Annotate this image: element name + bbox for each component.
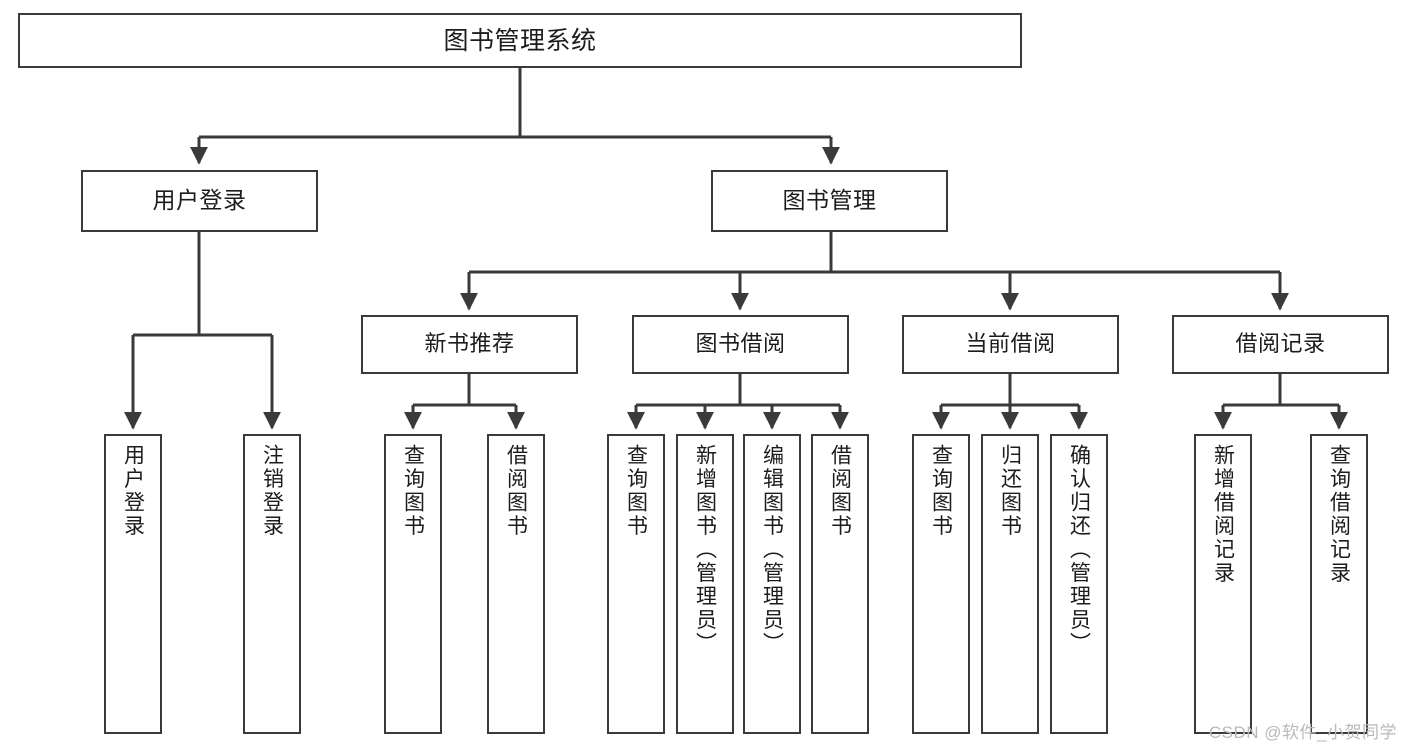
node-label: 当前借阅 (965, 331, 1056, 357)
node-label: 查询图书 (929, 444, 953, 538)
node-label: 新增借阅记录 (1211, 444, 1235, 585)
node-branch-user-login[interactable]: 用户登录 (81, 170, 318, 232)
node-label: 新增图书（管理员） (693, 444, 717, 656)
node-branch-book-management[interactable]: 图书管理 (711, 170, 948, 232)
node-leaf-borrow-books-new-book[interactable]: 借阅图书 (487, 434, 545, 734)
node-label: 注销登录 (260, 444, 284, 538)
node-leaf-query-books-borrowing[interactable]: 查询图书 (607, 434, 665, 734)
node-leaf-query-borrowing-record[interactable]: 查询借阅记录 (1310, 434, 1368, 734)
node-label: 图书管理系统 (443, 26, 597, 55)
node-label: 确认归还（管理员） (1067, 444, 1091, 656)
node-label: 图书管理 (782, 187, 877, 214)
node-label: 新书推荐 (424, 331, 515, 357)
node-root-book-management-system[interactable]: 图书管理系统 (18, 13, 1022, 68)
node-category-new-book-recommendation[interactable]: 新书推荐 (361, 315, 578, 374)
node-label: 借阅图书 (504, 444, 528, 538)
node-leaf-add-borrowing-record[interactable]: 新增借阅记录 (1194, 434, 1252, 734)
node-category-book-borrowing[interactable]: 图书借阅 (632, 315, 849, 374)
node-leaf-borrow-books-borrowing[interactable]: 借阅图书 (811, 434, 869, 734)
node-leaf-confirm-return-admin[interactable]: 确认归还（管理员） (1050, 434, 1108, 734)
node-label: 用户登录 (121, 444, 145, 538)
watermark-text: CSDN @软件_小贺同学 (1208, 723, 1397, 742)
node-leaf-return-books[interactable]: 归还图书 (981, 434, 1039, 734)
node-label: 借阅记录 (1235, 331, 1326, 357)
node-leaf-query-books-current[interactable]: 查询图书 (912, 434, 970, 734)
node-label: 编辑图书（管理员） (760, 444, 784, 656)
node-leaf-add-book-admin[interactable]: 新增图书（管理员） (676, 434, 734, 734)
node-label: 查询图书 (624, 444, 648, 538)
node-category-current-borrowing[interactable]: 当前借阅 (902, 315, 1119, 374)
node-label: 图书借阅 (695, 331, 786, 357)
node-label: 查询借阅记录 (1327, 444, 1351, 585)
node-label: 借阅图书 (828, 444, 852, 538)
node-category-borrowing-records[interactable]: 借阅记录 (1172, 315, 1389, 374)
node-leaf-user-login[interactable]: 用户登录 (104, 434, 162, 734)
node-leaf-logout[interactable]: 注销登录 (243, 434, 301, 734)
node-leaf-edit-book-admin[interactable]: 编辑图书（管理员） (743, 434, 801, 734)
node-leaf-query-books-new-book[interactable]: 查询图书 (384, 434, 442, 734)
node-label: 用户登录 (152, 187, 247, 214)
node-label: 归还图书 (998, 444, 1022, 538)
node-label: 查询图书 (401, 444, 425, 538)
